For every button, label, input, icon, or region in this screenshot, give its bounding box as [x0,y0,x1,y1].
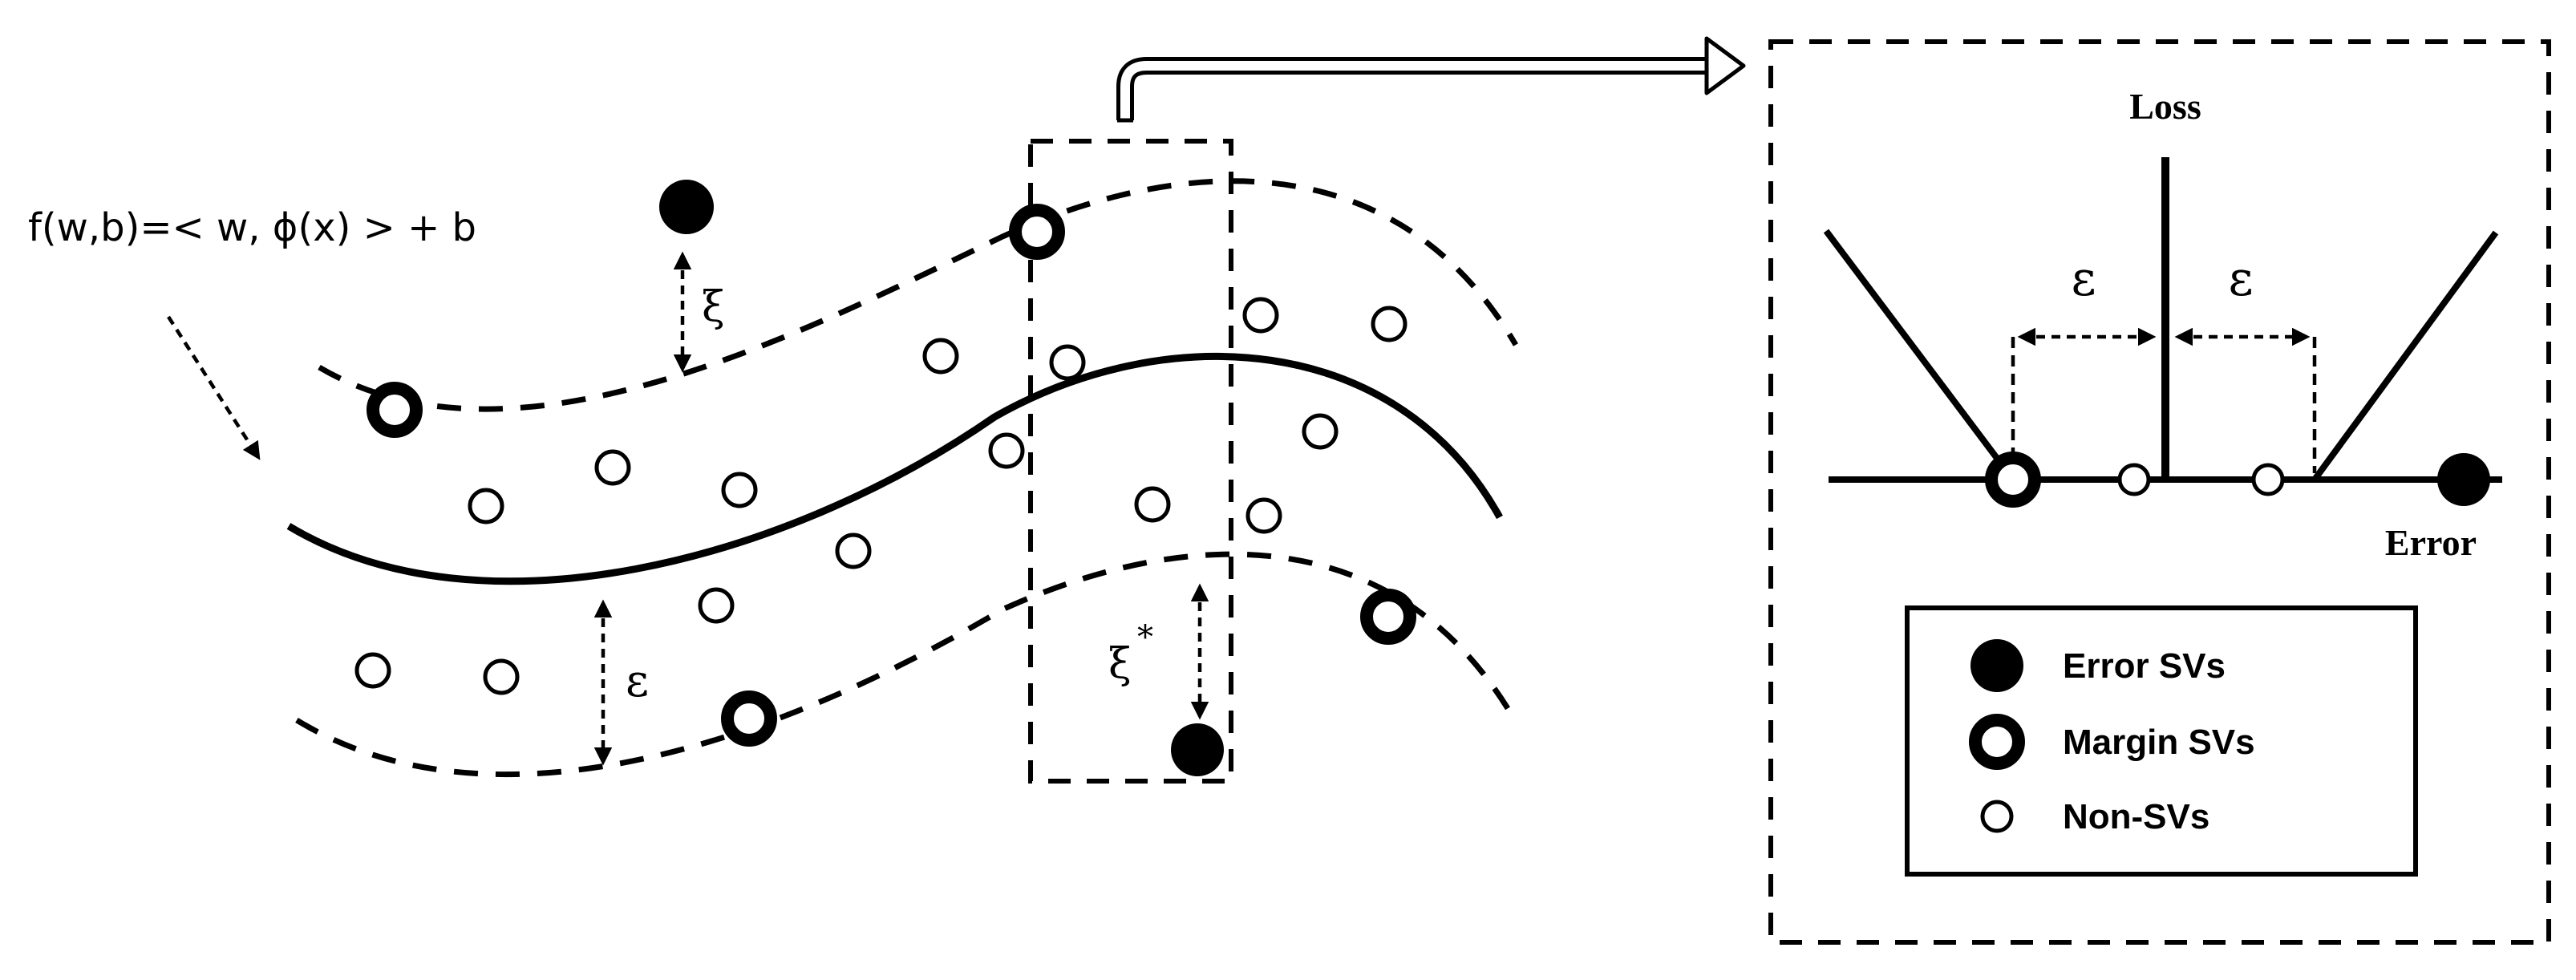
zoom-connector-inner [1120,61,1715,120]
xi-label: ξ [702,283,725,331]
regression-function-label: f(w,b)=< w, ϕ(x) > + b [28,205,476,250]
non-sv-point [354,652,391,689]
xi-star-superscript: * [1137,619,1153,656]
error-sv-point [2437,453,2490,506]
legend-margin-sv-label: Margin SVs [2063,723,2255,762]
regression-function-curve [286,353,1503,585]
non-sv-points [354,297,1407,695]
function-pointer-arrow [167,315,261,460]
loss-left-arm [1823,229,2016,482]
epsilon-right-label: ε [2228,251,2253,307]
non-sv-point [1242,297,1279,334]
zoom-region-box [1028,139,1233,784]
margin-sv-point [1360,589,1416,645]
non-sv-point [594,449,631,486]
non-sv-point [988,432,1025,469]
epsilon-left-label: ε [2071,251,2096,307]
margin-sv-point [1009,204,1065,260]
legend-non-sv-label: Non-SVs [2063,797,2209,836]
upper-epsilon-boundary [318,178,1519,412]
non-sv-point [922,338,959,375]
non-sv-point [2251,463,2285,496]
loss-right-arm [2311,230,2499,482]
loss-axis-label: Loss [2129,86,2201,127]
legend-error-sv-label: Error SVs [2063,646,2226,686]
margin-sv-point [367,382,423,438]
legend-non-sv-marker [1980,800,2014,833]
legend-margin-sv-marker [1969,714,2025,770]
error-axis-label: Error [2385,522,2477,563]
margin-sv-point [1985,452,2041,508]
legend-error-sv-marker [1970,639,2023,692]
loss-function-panel [1768,39,2551,945]
non-sv-point [721,472,758,508]
non-sv-point [1371,306,1407,342]
error-sv-point [1171,723,1224,776]
non-sv-point [468,488,504,524]
non-sv-point [1049,344,1086,381]
non-sv-point [2117,463,2151,496]
non-sv-point [1302,413,1339,450]
zoom-connector-outer [1116,57,1715,120]
error-sv-point [659,180,714,234]
non-sv-point [1245,497,1282,534]
non-sv-point [698,587,735,624]
non-sv-point [483,658,520,695]
epsilon-label: ε [626,655,649,707]
lower-epsilon-boundary [295,551,1519,778]
non-sv-point [1134,486,1171,523]
margin-sv-point [721,690,777,747]
xi-star-label: ξ [1108,640,1132,688]
non-sv-point [835,533,872,569]
zoom-connector-arrowhead [1704,36,1746,95]
